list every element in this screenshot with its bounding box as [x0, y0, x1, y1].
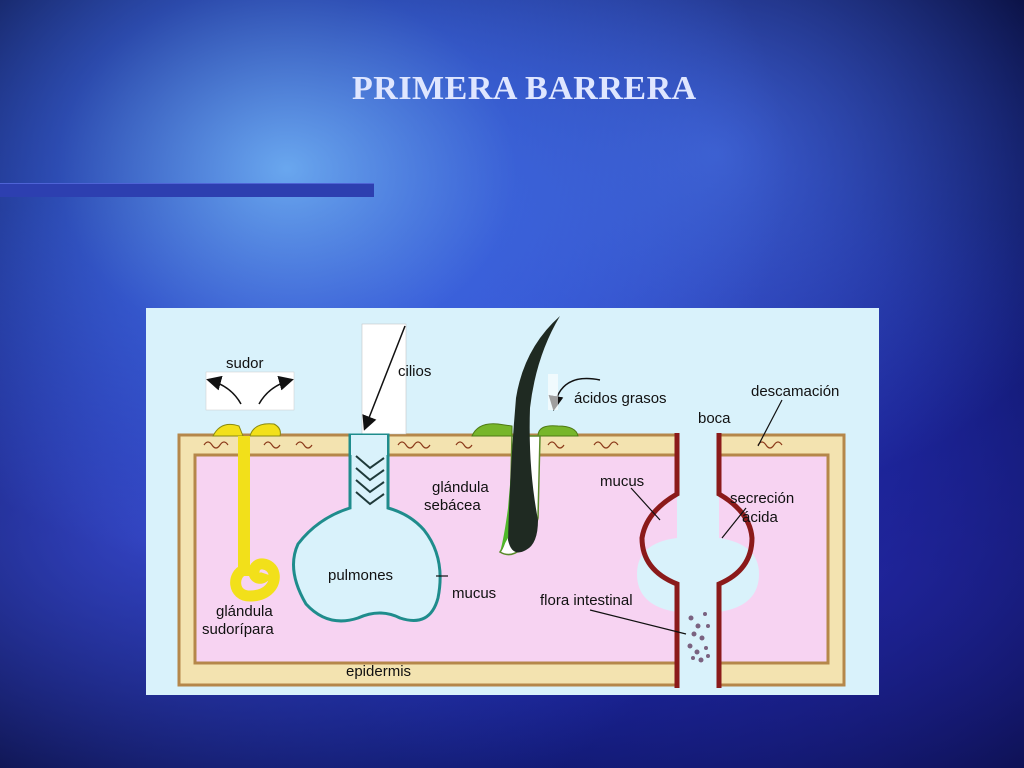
- label-boca: boca: [698, 410, 731, 427]
- sweat-gland: [212, 423, 281, 602]
- label-sudor: sudor: [226, 355, 264, 372]
- label-secrecion-1: secreción: [730, 490, 794, 507]
- label-cilios: cilios: [398, 363, 431, 380]
- label-descamacion: descamación: [751, 383, 839, 400]
- acid-pointer: [721, 507, 747, 539]
- label-epidermis: epidermis: [346, 663, 411, 680]
- title-underline-bar: [0, 183, 374, 197]
- skin-barrier-diagram: sudor cilios ácidos grasos descamación b…: [146, 308, 879, 695]
- label-acidos-grasos: ácidos grasos: [574, 390, 667, 407]
- desquamation-pointer: [757, 399, 783, 447]
- label-glandula-sebacea-1: glándula: [432, 479, 489, 496]
- mucus-gut-pointer: [630, 487, 661, 521]
- diagram-svg: sudor cilios ácidos grasos descamación b…: [177, 316, 846, 688]
- sebaceous-gland-hair: [471, 316, 579, 556]
- lungs-airway: [292, 433, 442, 623]
- label-mucus-gut: mucus: [600, 473, 644, 490]
- sweat-arrow-left: [206, 375, 242, 405]
- label-secrecion-2: ácida: [742, 509, 779, 526]
- label-glandula-sudoripara-2: sudorípara: [202, 621, 274, 638]
- label-pulmones: pulmones: [328, 567, 393, 584]
- slide-title: PRIMERA BARRERA: [352, 70, 697, 107]
- sweat-arrow-right: [258, 375, 294, 405]
- label-glandula-sudoripara-1: glándula: [216, 603, 273, 620]
- surface-texture: [203, 441, 783, 449]
- label-glandula-sebacea-2: sebácea: [424, 497, 481, 514]
- label-flora-intestinal: flora intestinal: [540, 592, 633, 609]
- sweat-arrows-box: [205, 371, 295, 411]
- cilia-arrow: [362, 325, 406, 431]
- label-mucus-lung: mucus: [452, 585, 496, 602]
- flora-pointer: [589, 609, 687, 635]
- digestive-tract: [637, 433, 759, 688]
